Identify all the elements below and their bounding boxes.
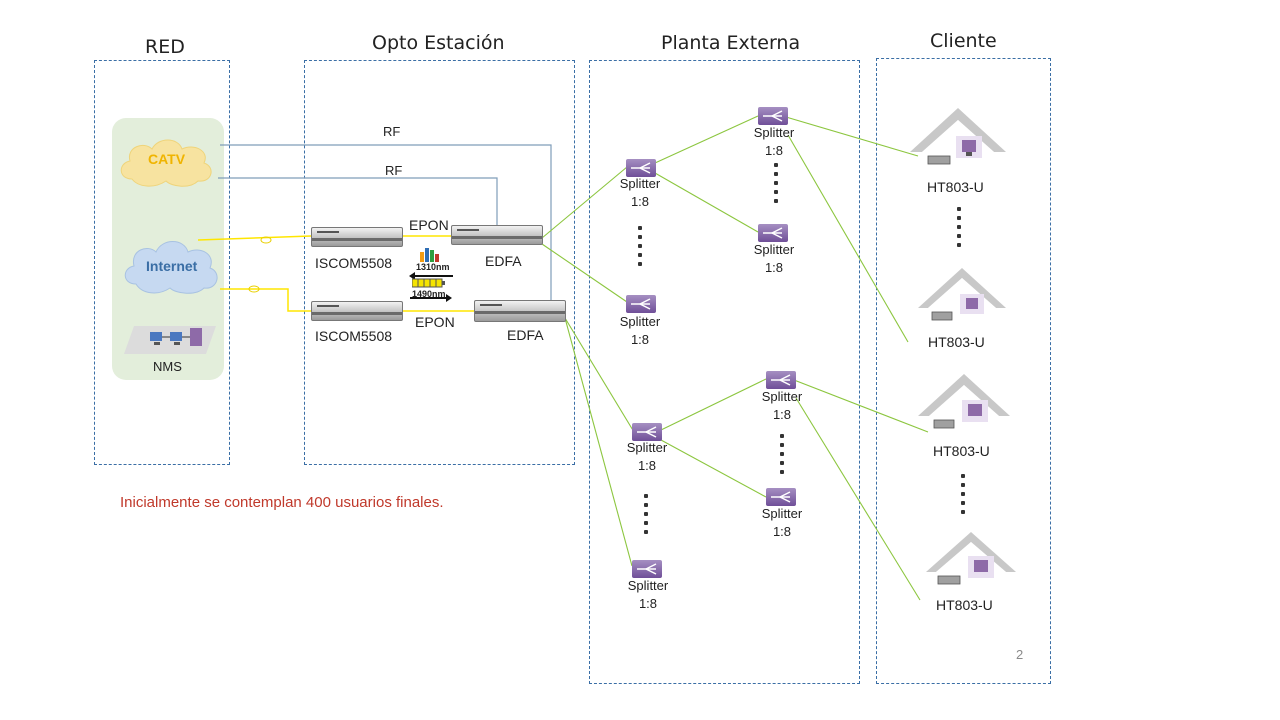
rf-line-bottom bbox=[218, 177, 498, 226]
catv-label: CATV bbox=[148, 151, 186, 167]
battery-icon bbox=[412, 278, 445, 288]
client-label: HT803-U bbox=[928, 334, 985, 350]
ellipsis-dots bbox=[957, 207, 961, 252]
section-title-planta: Planta Externa bbox=[661, 32, 801, 54]
ellipsis-dots bbox=[780, 434, 784, 479]
ethernet-connector bbox=[248, 285, 260, 293]
fiber-line bbox=[541, 243, 628, 303]
wavelength-1310-label: 1310nm bbox=[416, 262, 450, 272]
splitter-icon bbox=[632, 560, 662, 578]
ethernet-connector bbox=[260, 236, 272, 244]
wavelength-icon bbox=[420, 248, 439, 262]
edfa-amplifier-icon bbox=[451, 225, 543, 245]
splitter-icon bbox=[626, 295, 656, 313]
arrow-right-icon bbox=[410, 294, 452, 302]
nms-label: NMS bbox=[153, 359, 182, 374]
ellipsis-dots bbox=[644, 494, 648, 539]
section-title-red: RED bbox=[145, 36, 185, 58]
fiber-line bbox=[787, 134, 909, 343]
splitter-icon bbox=[766, 488, 796, 506]
epon-label-bottom: EPON bbox=[415, 314, 455, 330]
section-title-opto: Opto Estación bbox=[372, 32, 505, 54]
edfa-amplifier-icon bbox=[474, 300, 566, 322]
users-note: Inicialmente se contemplan 400 usuarios … bbox=[120, 494, 444, 511]
fiber-line bbox=[564, 317, 635, 433]
house-icon bbox=[926, 532, 1016, 592]
house-icon bbox=[918, 374, 1010, 438]
cliente-region bbox=[876, 58, 1051, 684]
ellipsis-dots bbox=[638, 226, 642, 271]
network-management-icon bbox=[124, 326, 216, 354]
rf-label-top: RF bbox=[383, 124, 401, 139]
internet-label: Internet bbox=[146, 258, 198, 274]
splitter-icon bbox=[632, 423, 662, 441]
house-icon bbox=[918, 268, 1006, 328]
edfa-label-top: EDFA bbox=[485, 253, 522, 269]
catv-cloud-icon bbox=[120, 139, 212, 187]
section-title-cliente: Cliente bbox=[930, 30, 997, 52]
ethernet-line-top bbox=[197, 235, 312, 241]
olt-device-icon bbox=[311, 227, 403, 247]
page-number: 2 bbox=[1016, 647, 1024, 662]
splitter-icon bbox=[766, 371, 796, 389]
olt-label-bottom: ISCOM5508 bbox=[315, 328, 393, 344]
olt-device-icon bbox=[311, 301, 403, 321]
internet-cloud-icon bbox=[124, 241, 218, 294]
opto-region bbox=[304, 60, 575, 465]
house-icon bbox=[910, 108, 1006, 174]
fiber-line bbox=[654, 172, 759, 233]
client-label: HT803-U bbox=[936, 597, 993, 613]
fiber-line bbox=[541, 166, 628, 239]
planta-region bbox=[589, 60, 860, 684]
fiber-line bbox=[793, 379, 929, 433]
client-label: HT803-U bbox=[927, 179, 984, 195]
client-label: HT803-U bbox=[933, 443, 990, 459]
splitter-icon bbox=[758, 224, 788, 242]
fiber-line bbox=[654, 115, 759, 164]
ellipsis-dots bbox=[961, 474, 965, 519]
red-region bbox=[94, 60, 230, 465]
fiber-line bbox=[795, 397, 921, 601]
fiber-line bbox=[660, 378, 767, 431]
fiber-line bbox=[785, 116, 919, 157]
fiber-line bbox=[564, 317, 633, 567]
ellipsis-dots bbox=[774, 163, 778, 208]
splitter-icon bbox=[758, 107, 788, 125]
splitter-icon bbox=[626, 159, 656, 177]
edfa-label-bottom: EDFA bbox=[507, 327, 544, 343]
arrow-left-icon bbox=[409, 272, 453, 280]
rf-label-bottom: RF bbox=[385, 163, 403, 178]
olt-label-top: ISCOM5508 bbox=[315, 255, 393, 271]
wavelength-1490-label: 1490nm bbox=[412, 289, 446, 299]
fiber-line bbox=[660, 439, 767, 498]
epon-label-top: EPON bbox=[409, 217, 449, 233]
ethernet-line-bottom bbox=[220, 288, 311, 312]
